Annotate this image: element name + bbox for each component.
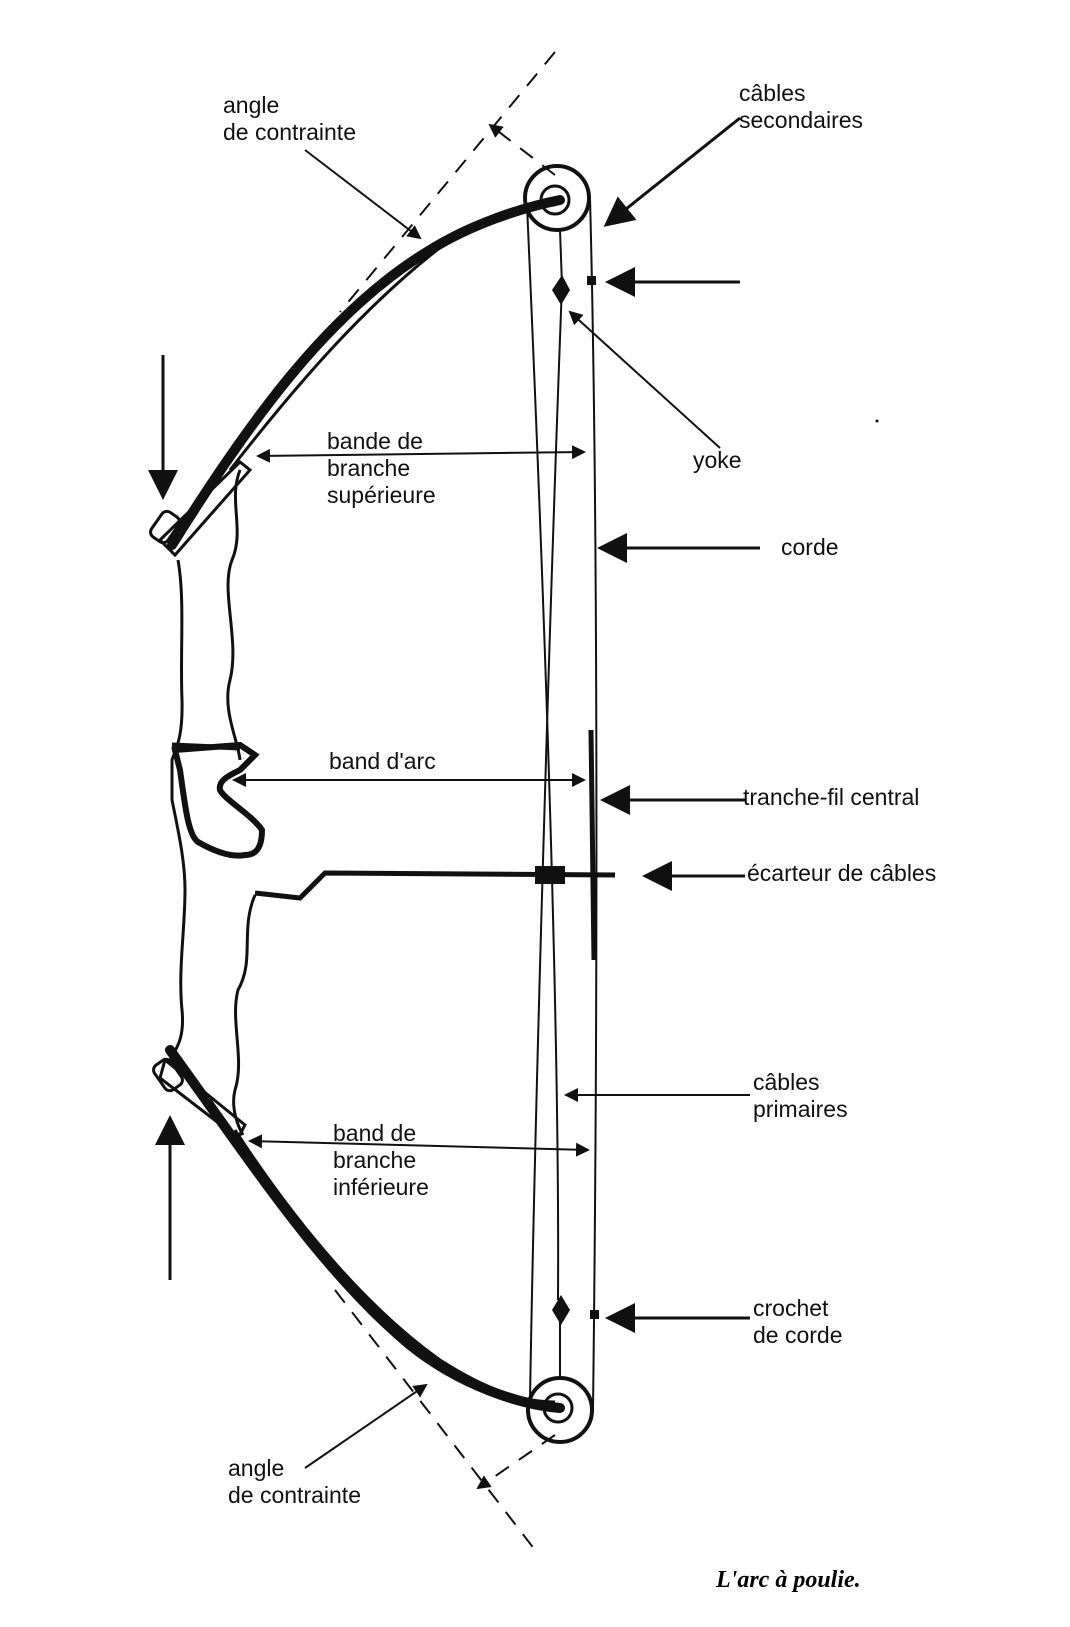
lower-limb-band-measure: [248, 1134, 590, 1157]
label-bbs-line1: bande de: [327, 428, 423, 454]
riser: [168, 559, 187, 1061]
lower-yoke: [552, 1295, 570, 1325]
label-band-branche-inferieure: band de branche inférieure: [333, 1120, 429, 1201]
label-cables-secondaires-line2: secondaires: [739, 107, 864, 133]
label-cables-secondaires: câbles secondaires: [739, 80, 863, 134]
upper-string-hook: [587, 276, 596, 285]
angle-bottom-leader: [304, 1383, 428, 1469]
riser-back: [226, 469, 242, 761]
lower-angle-arrow: [476, 1434, 556, 1490]
arrow-rest: [171, 742, 241, 751]
primary-cable-b: [529, 284, 563, 1401]
label-crochet-line2: de corde: [753, 1322, 843, 1348]
lower-limb-pocket: [158, 1057, 247, 1141]
upper-cam-axle: [539, 184, 571, 216]
lower-string-hook: [590, 1310, 599, 1319]
riser-lower-back: [232, 894, 257, 1136]
label-corde: corde: [781, 534, 839, 560]
primary-cable-a: [526, 204, 560, 1301]
angle-top-leader: [304, 149, 422, 240]
cable-guard-slide: [535, 866, 565, 884]
label-cables-primaires: câbles primaires: [753, 1069, 848, 1123]
upper-limb-band-measure: [256, 445, 586, 463]
lower-limb: [165, 1045, 565, 1413]
center-serving: [588, 729, 597, 961]
dot-mark: [875, 419, 879, 423]
cable-guard: [254, 870, 616, 901]
upper-limb-tangent: [339, 51, 556, 313]
label-tranche-fil: tranche-fil central: [743, 784, 920, 810]
label-angle-top-line1: angle: [223, 92, 280, 118]
label-bbi-line2: branche: [333, 1147, 417, 1173]
label-angle-bottom: angle de contrainte: [228, 1455, 361, 1509]
label-angle-bottom-line1: angle: [228, 1455, 285, 1481]
upper-cam: [523, 164, 591, 232]
upper-yoke: [552, 275, 570, 305]
label-cables-primaires-line1: câbles: [753, 1069, 820, 1095]
lower-limb-tangent: [334, 1289, 536, 1551]
riser-grip: [171, 741, 266, 859]
label-bbi-line3: inférieure: [333, 1174, 429, 1200]
lower-limb-bolt: [152, 1057, 184, 1093]
upper-limb-pocket: [157, 460, 253, 558]
yoke-leader: [568, 310, 721, 449]
label-bbi-line1: band de: [333, 1120, 417, 1146]
lower-limb-inner: [233, 1129, 556, 1404]
label-angle-bottom-line2: de contrainte: [228, 1482, 361, 1508]
label-angle-top: angle de contrainte: [223, 92, 356, 146]
label-bbs-line3: supérieure: [327, 482, 436, 508]
label-crochet-line1: crochet: [753, 1295, 829, 1321]
label-ecarteur: écarteur de câbles: [747, 860, 937, 886]
bow-string: [589, 197, 598, 1411]
cables-secondaires-leader: [603, 116, 741, 227]
upper-limb-bolt: [149, 509, 181, 545]
figure-caption: L'arc à poulie.: [716, 1567, 861, 1593]
upper-limb-inner: [228, 203, 556, 471]
lower-cam-axle: [542, 1392, 574, 1424]
label-crochet: crochet de corde: [753, 1295, 843, 1349]
label-yoke: yoke: [693, 447, 742, 473]
label-cables-secondaires-line1: câbles: [739, 80, 806, 106]
label-bbs-line2: branche: [327, 455, 411, 481]
label-cables-primaires-line2: primaires: [753, 1096, 848, 1122]
label-band-arc: band d'arc: [329, 748, 436, 774]
label-angle-top-line2: de contrainte: [223, 119, 356, 145]
label-bande-branche-superieure: bande de branche supérieure: [327, 428, 436, 509]
